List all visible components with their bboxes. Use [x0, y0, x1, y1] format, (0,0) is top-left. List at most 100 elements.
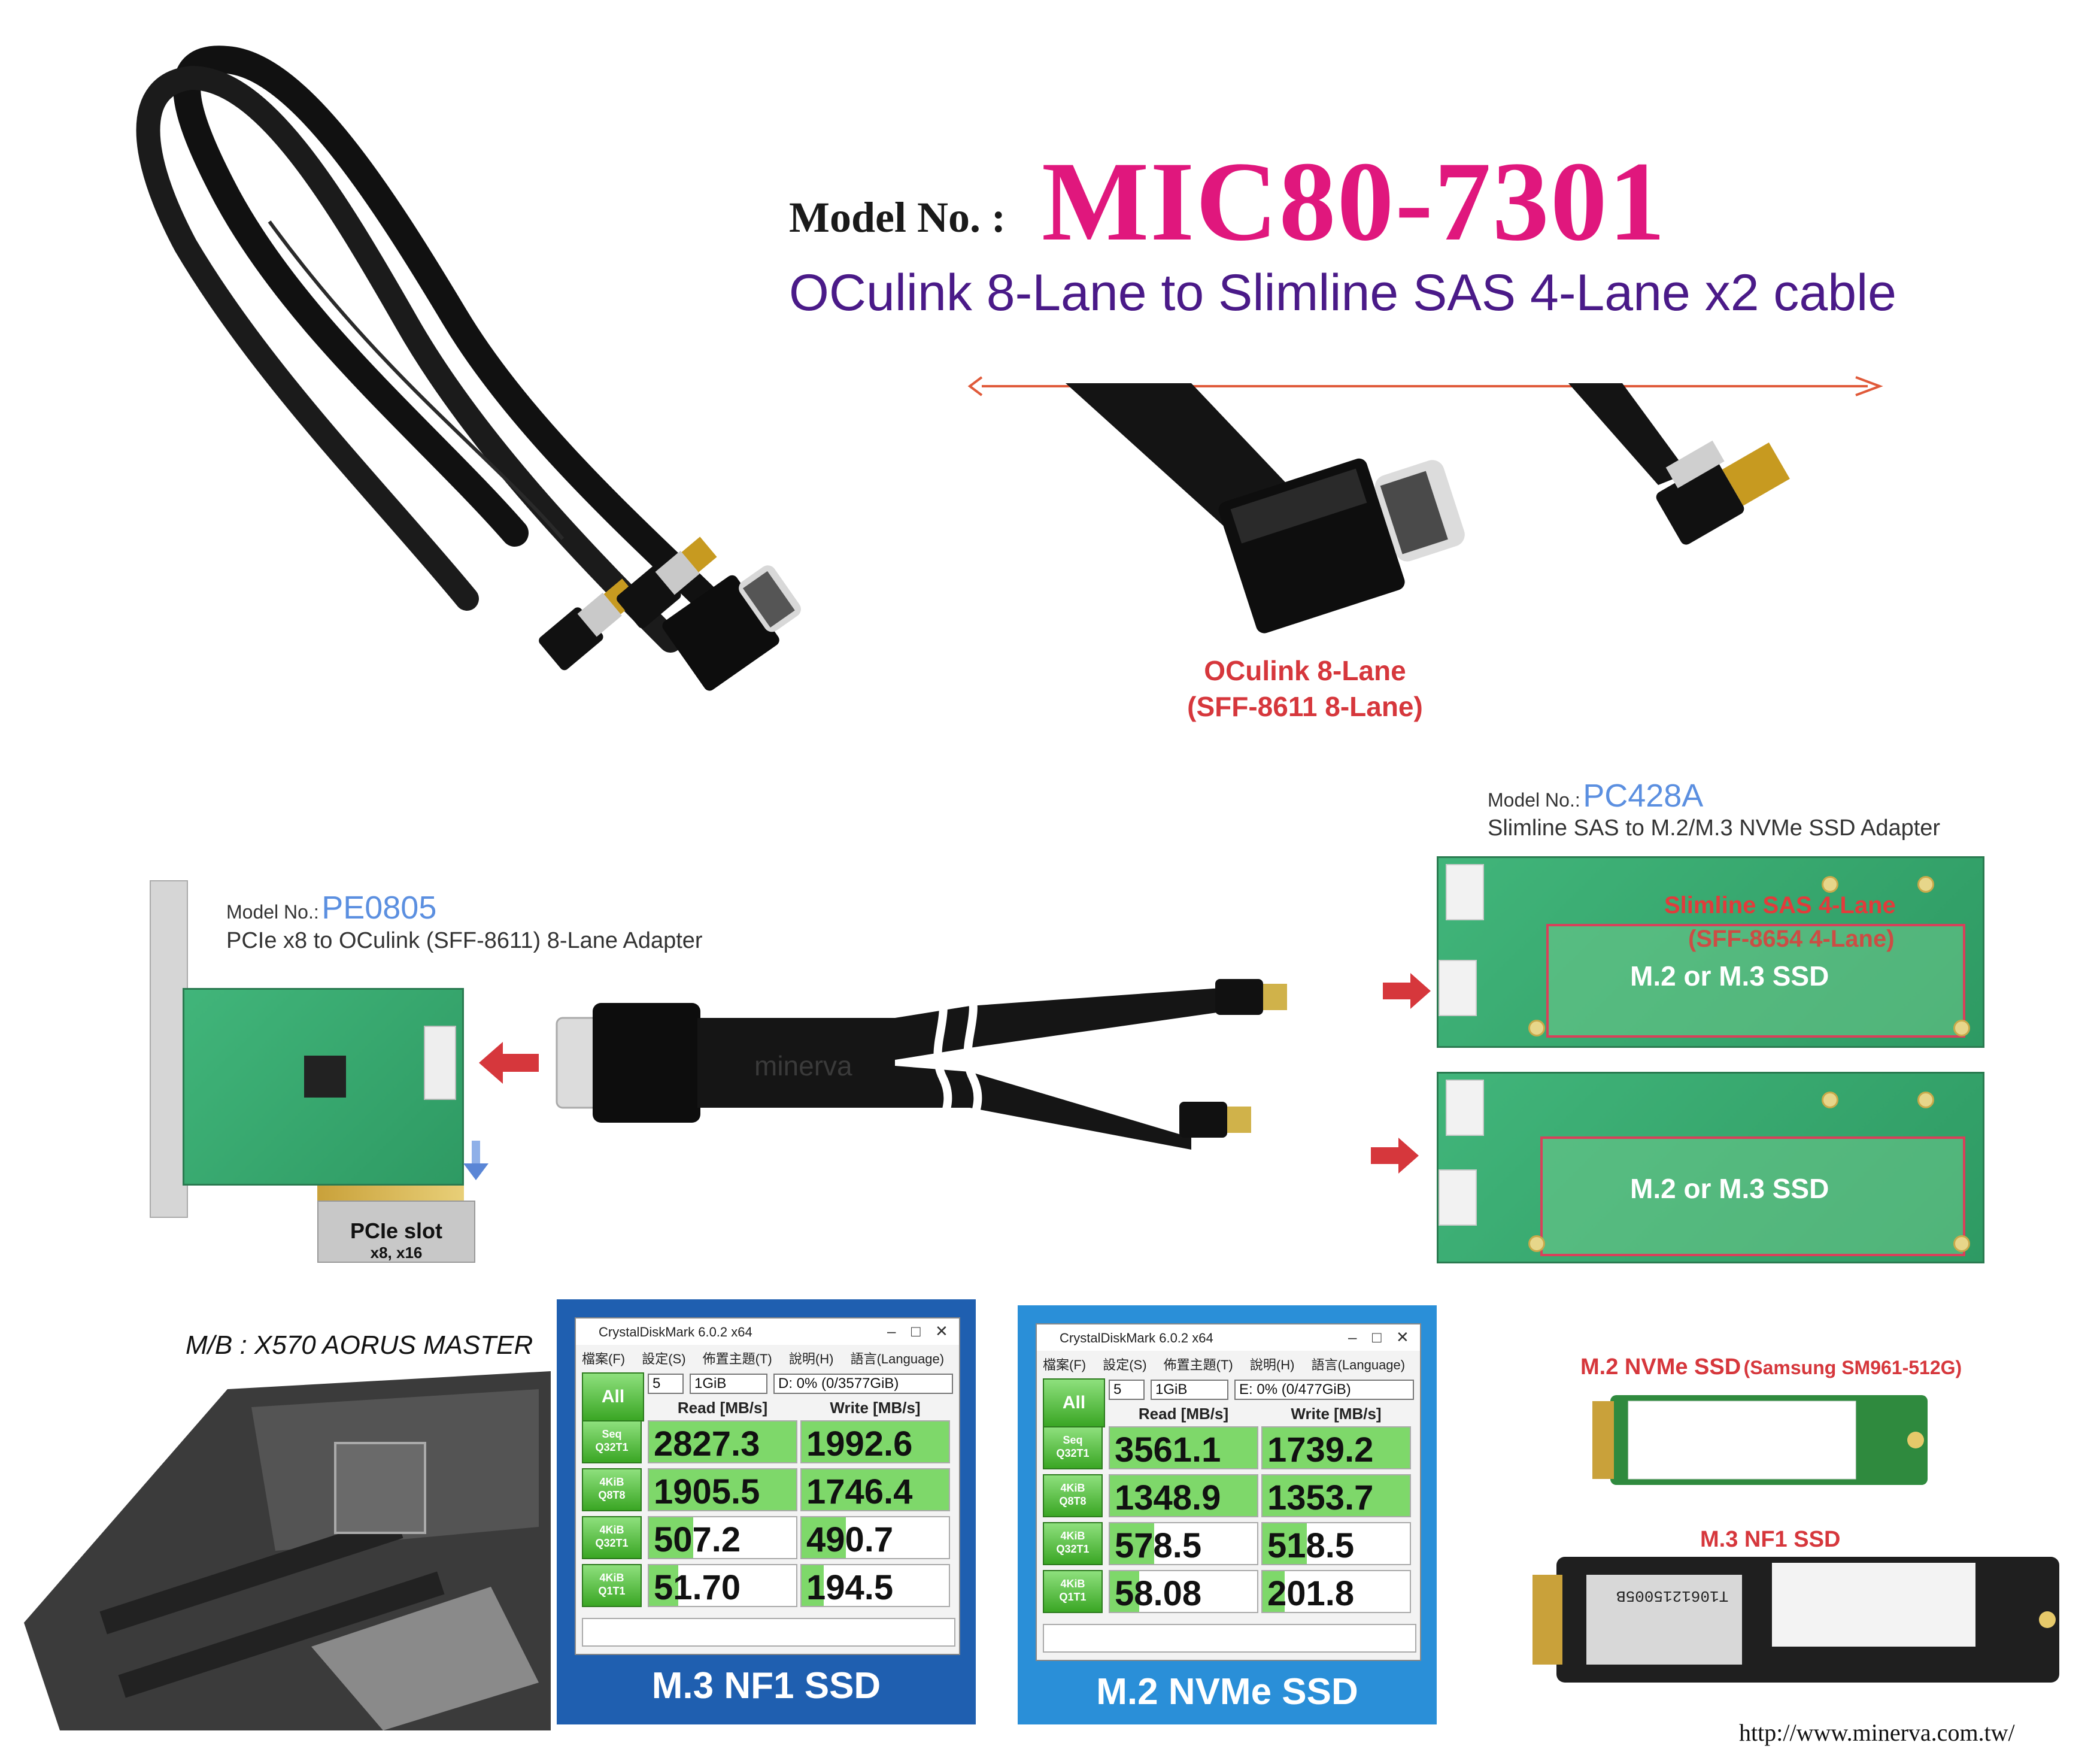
menu-language[interactable]: 語言(Language) [1311, 1357, 1406, 1372]
model-number: MIC80-7301 [1042, 139, 1667, 265]
pcie-bracket [150, 880, 188, 1218]
minimize-icon[interactable]: – [887, 1322, 896, 1340]
row-label-line1: 4KiB [599, 1572, 624, 1584]
pcie-slot-title: PCIe slot [350, 1219, 443, 1243]
oculink-port [424, 1026, 456, 1100]
write-result-cell: 1746.4 [800, 1468, 950, 1511]
count-select[interactable]: 5 [648, 1374, 684, 1394]
cdm-left-title: CrystalDiskMark 6.0.2 x64 [599, 1324, 752, 1339]
menu-settings[interactable]: 設定(S) [642, 1351, 686, 1366]
result-bar [649, 1565, 679, 1606]
write-value: 1746.4 [806, 1472, 913, 1511]
menu-theme[interactable]: 佈置主題(T) [1163, 1357, 1233, 1372]
size-select[interactable]: 1GiB [690, 1374, 767, 1394]
result-bar [802, 1469, 949, 1510]
drive-select[interactable]: D: 0% (0/3577GiB) [773, 1374, 953, 1394]
all-button[interactable]: All [1043, 1378, 1105, 1427]
pc428a-model-number: PC428A [1583, 778, 1704, 814]
read-value: 3561.1 [1115, 1430, 1221, 1469]
m3-sticker-code: T1061215005B [1616, 1587, 1729, 1605]
result-bar [1263, 1571, 1285, 1612]
model-label: Model No. : [789, 193, 1006, 241]
result-bar [649, 1517, 693, 1558]
m3-ssd-photo [1532, 1557, 2059, 1683]
read-value: 1905.5 [654, 1472, 760, 1511]
result-bar [1110, 1427, 1257, 1468]
read-result-cell: 578.5 [1109, 1522, 1258, 1565]
cdm-right-comment[interactable] [1043, 1624, 1416, 1653]
write-result-cell: 194.5 [800, 1564, 950, 1607]
slimline-port [1439, 960, 1477, 1016]
close-icon[interactable]: ✕ [935, 1322, 948, 1340]
drive-select[interactable]: E: 0% (0/477GiB) [1234, 1380, 1414, 1400]
menu-theme[interactable]: 佈置主題(T) [702, 1351, 772, 1366]
menu-file[interactable]: 檔案(F) [582, 1351, 626, 1366]
result-bar [1110, 1523, 1154, 1564]
oculink-caption-line1: OCulink 8-Lane [1204, 655, 1406, 686]
cdm-left-caption: M.3 NF1 SSD [651, 1665, 881, 1706]
right-arrow-icon [1371, 1138, 1419, 1174]
pe0805-model-label: Model No.: [226, 901, 319, 923]
write-value: 1353.7 [1267, 1478, 1374, 1517]
pc428a-heading: Model No.: PC428A [1488, 777, 1703, 814]
cdm-left-comment[interactable] [582, 1618, 955, 1647]
maximize-icon[interactable]: □ [1372, 1328, 1382, 1346]
cdm-right-menubar: 檔案(F) 設定(S) 佈置主題(T) 說明(H) 語言(Language) [1043, 1354, 1418, 1374]
menu-settings[interactable]: 設定(S) [1103, 1357, 1147, 1372]
close-icon[interactable]: ✕ [1396, 1328, 1409, 1346]
read-result-cell: 51.70 [648, 1564, 797, 1607]
menu-help[interactable]: 說明(H) [788, 1351, 834, 1366]
row-label-line1: 4KiB [1060, 1578, 1085, 1590]
power-connector [1446, 1080, 1484, 1136]
row-label-line2: Q32T1 [595, 1537, 629, 1549]
m2-ssd-title: M.2 NVMe SSD [1580, 1354, 1741, 1380]
result-bar [649, 1421, 796, 1462]
count-select[interactable]: 5 [1109, 1380, 1145, 1400]
cdm-right-caption: M.2 NVMe SSD [1096, 1671, 1358, 1712]
write-result-cell: 201.8 [1261, 1570, 1411, 1613]
read-value: 51.70 [654, 1568, 741, 1607]
menu-help[interactable]: 說明(H) [1249, 1357, 1295, 1372]
pe0805-description: PCIe x8 to OCulink (SFF-8611) 8-Lane Ada… [226, 928, 703, 953]
cdm-left-titlebar: CrystalDiskMark 6.0.2 x64 – □ ✕ [576, 1318, 959, 1345]
motherboard-photo [24, 1371, 551, 1730]
maximize-icon[interactable]: □ [911, 1322, 921, 1340]
result-bar [1110, 1571, 1140, 1612]
all-button[interactable]: All [582, 1372, 644, 1421]
row-label-line1: Seq [602, 1428, 622, 1440]
write-header: Write [MB/s] [1291, 1405, 1382, 1423]
m2-ssd-subtitle: (Samsung SM961-512G) [1743, 1357, 1962, 1378]
connector-closeup [1066, 383, 1790, 634]
slimline-port [1439, 1169, 1477, 1226]
cdm-right-window: CrystalDiskMark 6.0.2 x64 – □ ✕ 檔案(F) 設定… [1036, 1323, 1421, 1661]
pcie-slot-sub: x8, x16 [370, 1244, 423, 1262]
result-bar [649, 1469, 796, 1510]
cdm-left-window: CrystalDiskMark 6.0.2 x64 – □ ✕ 檔案(F) 設定… [575, 1317, 960, 1655]
read-value: 1348.9 [1115, 1478, 1221, 1517]
write-value: 1739.2 [1267, 1430, 1374, 1469]
result-bar [1263, 1523, 1307, 1564]
row-label-line2: Q32T1 [595, 1441, 629, 1453]
minimize-icon[interactable]: – [1348, 1328, 1357, 1346]
cable-print-text: minerva [754, 1050, 852, 1081]
menu-language[interactable]: 語言(Language) [850, 1351, 945, 1366]
motherboard-label: M/B : X570 AORUS MASTER [186, 1330, 533, 1360]
write-result-cell: 1353.7 [1261, 1474, 1411, 1517]
row-label-line1: Seq [1063, 1434, 1083, 1446]
model-subtitle: OCulink 8-Lane to Slimline SAS 4-Lane x2… [789, 264, 1897, 322]
size-select[interactable]: 1GiB [1151, 1380, 1228, 1400]
pe0805-model-number: PE0805 [321, 890, 437, 926]
menu-file[interactable]: 檔案(F) [1043, 1357, 1087, 1372]
footer-url[interactable]: http://www.minerva.com.tw/ [1739, 1719, 2015, 1746]
write-value: 490.7 [806, 1520, 894, 1559]
row-label-line1: 4KiB [1060, 1482, 1085, 1494]
m3-ssd-title: M.3 NF1 SSD [1700, 1527, 1841, 1552]
